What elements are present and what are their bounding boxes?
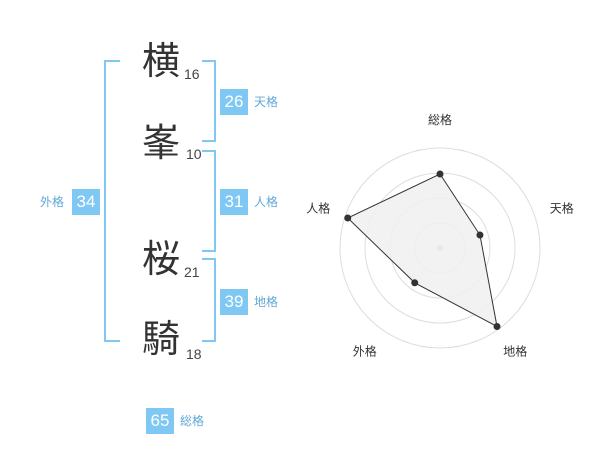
char-2: 峯 [142,121,181,165]
radar-axis-label-2: 地格 [503,344,527,359]
jinkaku-badge: 31 [220,189,248,215]
char-4-strokes: 18 [186,346,202,362]
gaikaku-label: 外格 [40,195,65,209]
tenkaku-label: 天格 [254,95,279,109]
radar-data-polygon [346,173,498,328]
jinkaku-label: 人格 [254,195,279,209]
radar-axis-label-1: 天格 [550,200,574,215]
chikaku-label: 地格 [254,295,279,309]
tenkaku-bracket [202,60,216,142]
gaikaku-badge: 34 [72,189,100,215]
soukaku-badge: 65 [146,408,174,434]
jinkaku-bracket [202,150,216,252]
radar-axis-label-0: 総格 [428,112,452,127]
char-3-strokes: 21 [184,264,200,280]
char-4: 騎 [142,317,181,361]
gaikaku-bracket [104,60,120,342]
radar-point-1 [476,231,484,239]
soukaku-label: 総格 [180,414,205,428]
tenkaku-badge: 26 [220,89,248,115]
chikaku-badge: 39 [220,289,248,315]
char-2-strokes: 10 [186,146,202,162]
radar-points [344,170,501,330]
char-3: 桜 [142,237,181,281]
char-1: 横 [142,39,181,83]
radar-point-2 [493,322,501,330]
radar-point-0 [436,170,444,178]
chikaku-bracket [202,258,216,342]
radar-axis-label-4: 人格 [306,200,330,215]
char-1-strokes: 16 [184,66,200,82]
radar-axis-label-3: 外格 [353,344,377,359]
radar-point-4 [344,214,352,222]
radar-point-3 [411,279,419,287]
radar-ring [339,147,541,349]
